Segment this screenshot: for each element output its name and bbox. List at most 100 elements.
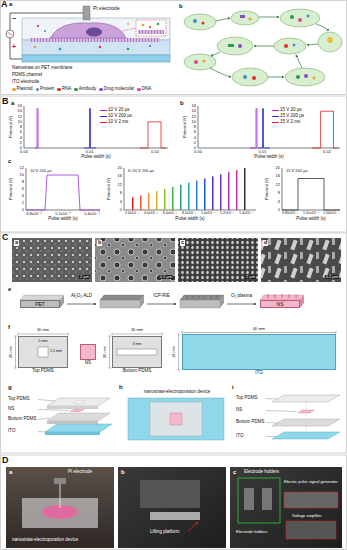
text-label: 30 mm [37, 328, 49, 332]
ito-electrode: ITO [182, 334, 336, 370]
text-label: 0 [278, 208, 280, 212]
legend-text: Plasmid [17, 87, 33, 92]
text-label: 6.0x10⁻³ [163, 212, 177, 216]
panel-letter: B [2, 97, 9, 106]
text-label: 12 [276, 183, 280, 187]
text-label: nanostraw-electroporation device [12, 538, 78, 543]
text-label: 4 [22, 194, 24, 198]
legend-swatch [99, 88, 103, 92]
legend-text: 15 V 200 µs [280, 114, 304, 119]
text-label: 1.0x10⁻² [201, 212, 215, 216]
text-label: 1.04x10⁻² [323, 212, 339, 216]
text-label: ITO electrode [12, 80, 39, 85]
text-label: 0.01 [259, 150, 267, 154]
text-label: O₂ plasma [231, 294, 252, 299]
text-label: nanostraw-electroporation device [144, 390, 210, 395]
text-label: Electrode holders [244, 470, 279, 475]
text-label: Voltage amplifier [292, 514, 322, 518]
panel-letter: a [11, 100, 14, 106]
legend-text: 10 V 20 µs [108, 108, 130, 113]
text-label: 20 [276, 166, 280, 170]
panel-letter: e [8, 286, 11, 292]
legend-item: 15 V 20 µs [272, 108, 304, 113]
text-label: Pulse width (s) [296, 217, 326, 222]
text-label: 8 [22, 180, 24, 184]
pulse-charts [24, 106, 340, 210]
panel-letter: c [180, 240, 185, 246]
template-drawings [14, 331, 336, 370]
panel-letter: i [232, 384, 234, 390]
text-label: 1.4x10⁻² [239, 212, 253, 216]
panel-letter: b [180, 100, 184, 106]
text-label: 0.2 µm [325, 275, 339, 279]
text-label: PDMS channel [12, 73, 42, 78]
legend: PlasmidProteinRNAAntibodyDrug molecularD… [12, 87, 151, 92]
legend-text: Antibody [79, 87, 97, 92]
panel-letter: D [2, 456, 9, 465]
text-label: 30 mm [131, 328, 143, 332]
text-label: 16 [118, 174, 122, 178]
text-label: Pulse width (s) [81, 155, 111, 160]
substrate-slab: PET [20, 300, 60, 308]
text-label: 10 [192, 120, 196, 124]
text-label: Nanostraw on PET membrane [12, 66, 72, 71]
legend-swatch [100, 116, 107, 117]
node-text: ITO [255, 371, 262, 376]
text-label: 0.02 [151, 150, 159, 154]
legend-item: 10 V 200 µs [100, 114, 132, 119]
legend-text: Drug molecular [104, 87, 135, 92]
legend-item: Antibody [74, 87, 96, 92]
text-label: Pt electrode [93, 6, 120, 11]
text-label: Pulse width (s) [48, 217, 78, 222]
text-label: 4.0x10⁻³ [144, 212, 158, 216]
text-label: 14 [192, 109, 196, 113]
legend-item: RNA [57, 87, 71, 92]
text-label: 2 [22, 201, 24, 205]
text-label: ITO [8, 429, 15, 434]
text-label: 16 [192, 104, 196, 108]
legend-swatch [100, 122, 107, 123]
text-label: 9.80x10⁻³ [282, 212, 298, 216]
text-label: 14 [18, 109, 22, 113]
legend-text: 15 V 20 µs [280, 108, 302, 113]
pathway-diagram [184, 9, 342, 86]
device-schematic [6, 6, 170, 62]
text-label: 5.1x10⁻³ [55, 212, 70, 216]
panel-letter: a [9, 1, 12, 7]
legend-text: Protein [40, 87, 54, 92]
legend-swatch [57, 88, 61, 92]
text-label: Top PDMS [8, 397, 30, 402]
text-label: ITO [236, 434, 243, 439]
text-label: 1.01x10⁻² [303, 212, 319, 216]
text-label: Electric pulse signal generator [284, 480, 340, 484]
panel-letter: C [2, 233, 9, 242]
axis-title: Potential (V) [107, 178, 111, 200]
text-label: 0.02 [323, 150, 331, 154]
legend-text: 10 V 200 µs [108, 114, 132, 119]
text-label: 4.8x10⁻³ [26, 212, 41, 216]
text-label: 0 [120, 208, 122, 212]
text-label: 3 mm [133, 343, 142, 347]
panel-letter: g [8, 384, 12, 390]
legend-swatch [272, 110, 279, 111]
panel-letter: d [263, 240, 268, 246]
text-label: Pulse width (s) [254, 155, 284, 160]
text-label: NS [236, 408, 242, 413]
text-label: 6~20 V 200 µs [128, 169, 154, 173]
panel-letter: − [12, 15, 16, 22]
panel-letter: b [179, 3, 183, 9]
text-label: 2 µm [245, 275, 256, 279]
text-label: Bottom PDMS [8, 417, 37, 422]
legend-item: 15 V 200 µs [272, 114, 304, 119]
text-label: 2 [194, 141, 196, 145]
panel-letter: A [1, 0, 8, 9]
legend-swatch [100, 110, 107, 111]
fabrication-steps [20, 294, 304, 308]
legend-item: Protein [36, 87, 55, 92]
node-text: PET [35, 302, 45, 307]
text-label: 0.2 µm [159, 275, 173, 279]
substrate-slab: NS [260, 300, 300, 308]
text-label: 12 [18, 115, 22, 119]
